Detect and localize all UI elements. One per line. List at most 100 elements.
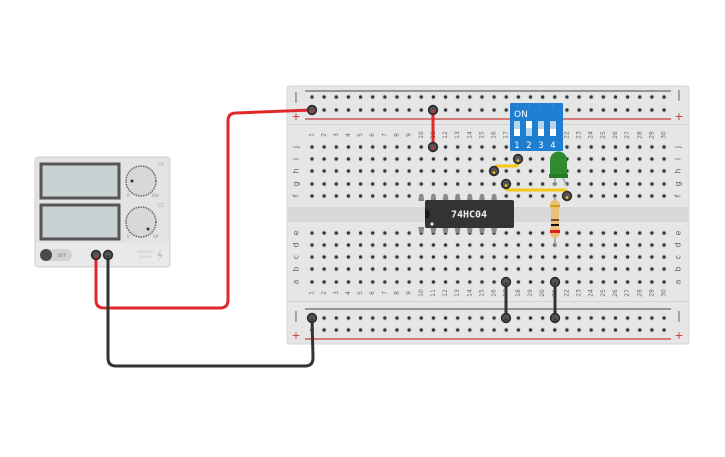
rail-hole-botPlus-14[interactable] <box>467 327 473 333</box>
hole-i10[interactable] <box>418 156 424 162</box>
hole-i23[interactable] <box>576 156 582 162</box>
hole-a9[interactable] <box>406 279 412 285</box>
hole-f20[interactable] <box>540 193 546 199</box>
hole-i20[interactable] <box>540 156 546 162</box>
hole-d3[interactable] <box>333 242 339 248</box>
hole-c5[interactable] <box>357 254 364 260</box>
hole-g10[interactable] <box>418 181 424 187</box>
hole-g14[interactable] <box>467 181 473 187</box>
hole-e5[interactable] <box>357 230 364 236</box>
rail-hole-topMinus-2[interactable] <box>321 94 327 100</box>
hole-e22[interactable] <box>564 230 570 236</box>
rail-hole-botMinus-22[interactable] <box>564 315 570 321</box>
hole-e4[interactable] <box>345 230 352 236</box>
hole-a28[interactable] <box>637 279 643 285</box>
hole-a3[interactable] <box>333 279 339 285</box>
hole-b27[interactable] <box>625 266 631 272</box>
rail-hole-botPlus-12[interactable] <box>442 327 449 333</box>
hole-h18[interactable] <box>515 168 521 174</box>
hole-g4[interactable] <box>345 181 352 187</box>
rail-hole-topMinus-17[interactable] <box>503 94 509 100</box>
rail-hole-botPlus-23[interactable] <box>576 327 582 333</box>
hole-f7[interactable] <box>382 193 388 199</box>
hole-b2[interactable] <box>321 266 327 272</box>
rail-hole-botPlus-30[interactable] <box>661 327 667 333</box>
rail-hole-botMinus-16[interactable] <box>491 315 497 321</box>
hole-i14[interactable] <box>467 156 473 162</box>
hole-i30[interactable] <box>661 156 667 162</box>
hole-i12[interactable] <box>442 156 449 162</box>
hole-h4[interactable] <box>345 168 352 174</box>
rail-hole-topPlus-22[interactable] <box>564 107 570 113</box>
hole-i5[interactable] <box>357 156 364 162</box>
rail-hole-topMinus-22[interactable] <box>564 94 570 100</box>
hole-a27[interactable] <box>625 279 631 285</box>
hole-c6[interactable] <box>370 254 376 260</box>
hole-j4[interactable] <box>345 144 352 150</box>
hole-b13[interactable] <box>455 266 461 272</box>
rail-hole-topMinus-19[interactable] <box>527 94 534 100</box>
hole-a13[interactable] <box>455 279 461 285</box>
hole-g5[interactable] <box>357 181 364 187</box>
hole-c12[interactable] <box>442 254 449 260</box>
hole-a2[interactable] <box>321 279 327 285</box>
hole-e26[interactable] <box>612 230 619 236</box>
rail-hole-botPlus-8[interactable] <box>394 327 400 333</box>
hole-c3[interactable] <box>333 254 339 260</box>
hole-j5[interactable] <box>357 144 364 150</box>
hole-g3[interactable] <box>333 181 339 187</box>
hole-a23[interactable] <box>576 279 582 285</box>
rail-hole-topMinus-29[interactable] <box>649 94 655 100</box>
hole-a7[interactable] <box>382 279 388 285</box>
hole-c16[interactable] <box>491 254 497 260</box>
hole-i9[interactable] <box>406 156 412 162</box>
hole-d28[interactable] <box>637 242 643 248</box>
hole-d8[interactable] <box>394 242 400 248</box>
rail-hole-topMinus-10[interactable] <box>418 94 424 100</box>
rail-hole-botPlus-26[interactable] <box>612 327 619 333</box>
hole-j14[interactable] <box>467 144 473 150</box>
hole-d15[interactable] <box>479 242 485 248</box>
hole-d10[interactable] <box>418 242 424 248</box>
wire-end-top-plus-rail-to-j11-2[interactable] <box>427 141 439 153</box>
wire-end-g17-to-f22-1[interactable] <box>500 178 512 190</box>
hole-j8[interactable] <box>394 144 400 150</box>
hole-h14[interactable] <box>467 168 473 174</box>
hole-g25[interactable] <box>600 181 606 187</box>
hole-g18[interactable] <box>515 181 521 187</box>
hole-f1[interactable] <box>309 193 315 199</box>
hole-b30[interactable] <box>661 266 667 272</box>
rail-hole-botMinus-19[interactable] <box>527 315 534 321</box>
rail-hole-topMinus-11[interactable] <box>430 94 436 100</box>
rail-hole-botPlus-9[interactable] <box>406 327 412 333</box>
hole-h9[interactable] <box>406 168 412 174</box>
hole-g16[interactable] <box>491 181 497 187</box>
rail-hole-botPlus-24[interactable] <box>588 327 594 333</box>
hole-c2[interactable] <box>321 254 327 260</box>
hole-c17[interactable] <box>503 254 509 260</box>
hole-a15[interactable] <box>479 279 485 285</box>
hole-g15[interactable] <box>479 181 485 187</box>
hole-h5[interactable] <box>357 168 364 174</box>
rail-hole-topPlus-14[interactable] <box>467 107 473 113</box>
power-supply[interactable]: CV 0 30V CC 0 5A OFF VOLTAGE SUPPLY <box>34 156 171 268</box>
rail-hole-botMinus-11[interactable] <box>430 315 436 321</box>
rail-hole-topMinus-1[interactable] <box>309 94 315 100</box>
hole-d25[interactable] <box>600 242 606 248</box>
hole-i3[interactable] <box>333 156 339 162</box>
hole-c28[interactable] <box>637 254 643 260</box>
hole-e2[interactable] <box>321 230 327 236</box>
hole-g6[interactable] <box>370 181 376 187</box>
hole-c27[interactable] <box>625 254 631 260</box>
hole-a12[interactable] <box>442 279 449 285</box>
hole-h30[interactable] <box>661 168 667 174</box>
hole-b28[interactable] <box>637 266 643 272</box>
hole-d5[interactable] <box>357 242 364 248</box>
hole-f27[interactable] <box>625 193 631 199</box>
hole-h19[interactable] <box>527 168 534 174</box>
hole-b23[interactable] <box>576 266 582 272</box>
wire-end-psu-positive-to-top-plus-rail-1[interactable] <box>90 249 102 261</box>
hole-g24[interactable] <box>588 181 594 187</box>
hole-e19[interactable] <box>527 230 534 236</box>
rail-hole-botMinus-9[interactable] <box>406 315 412 321</box>
